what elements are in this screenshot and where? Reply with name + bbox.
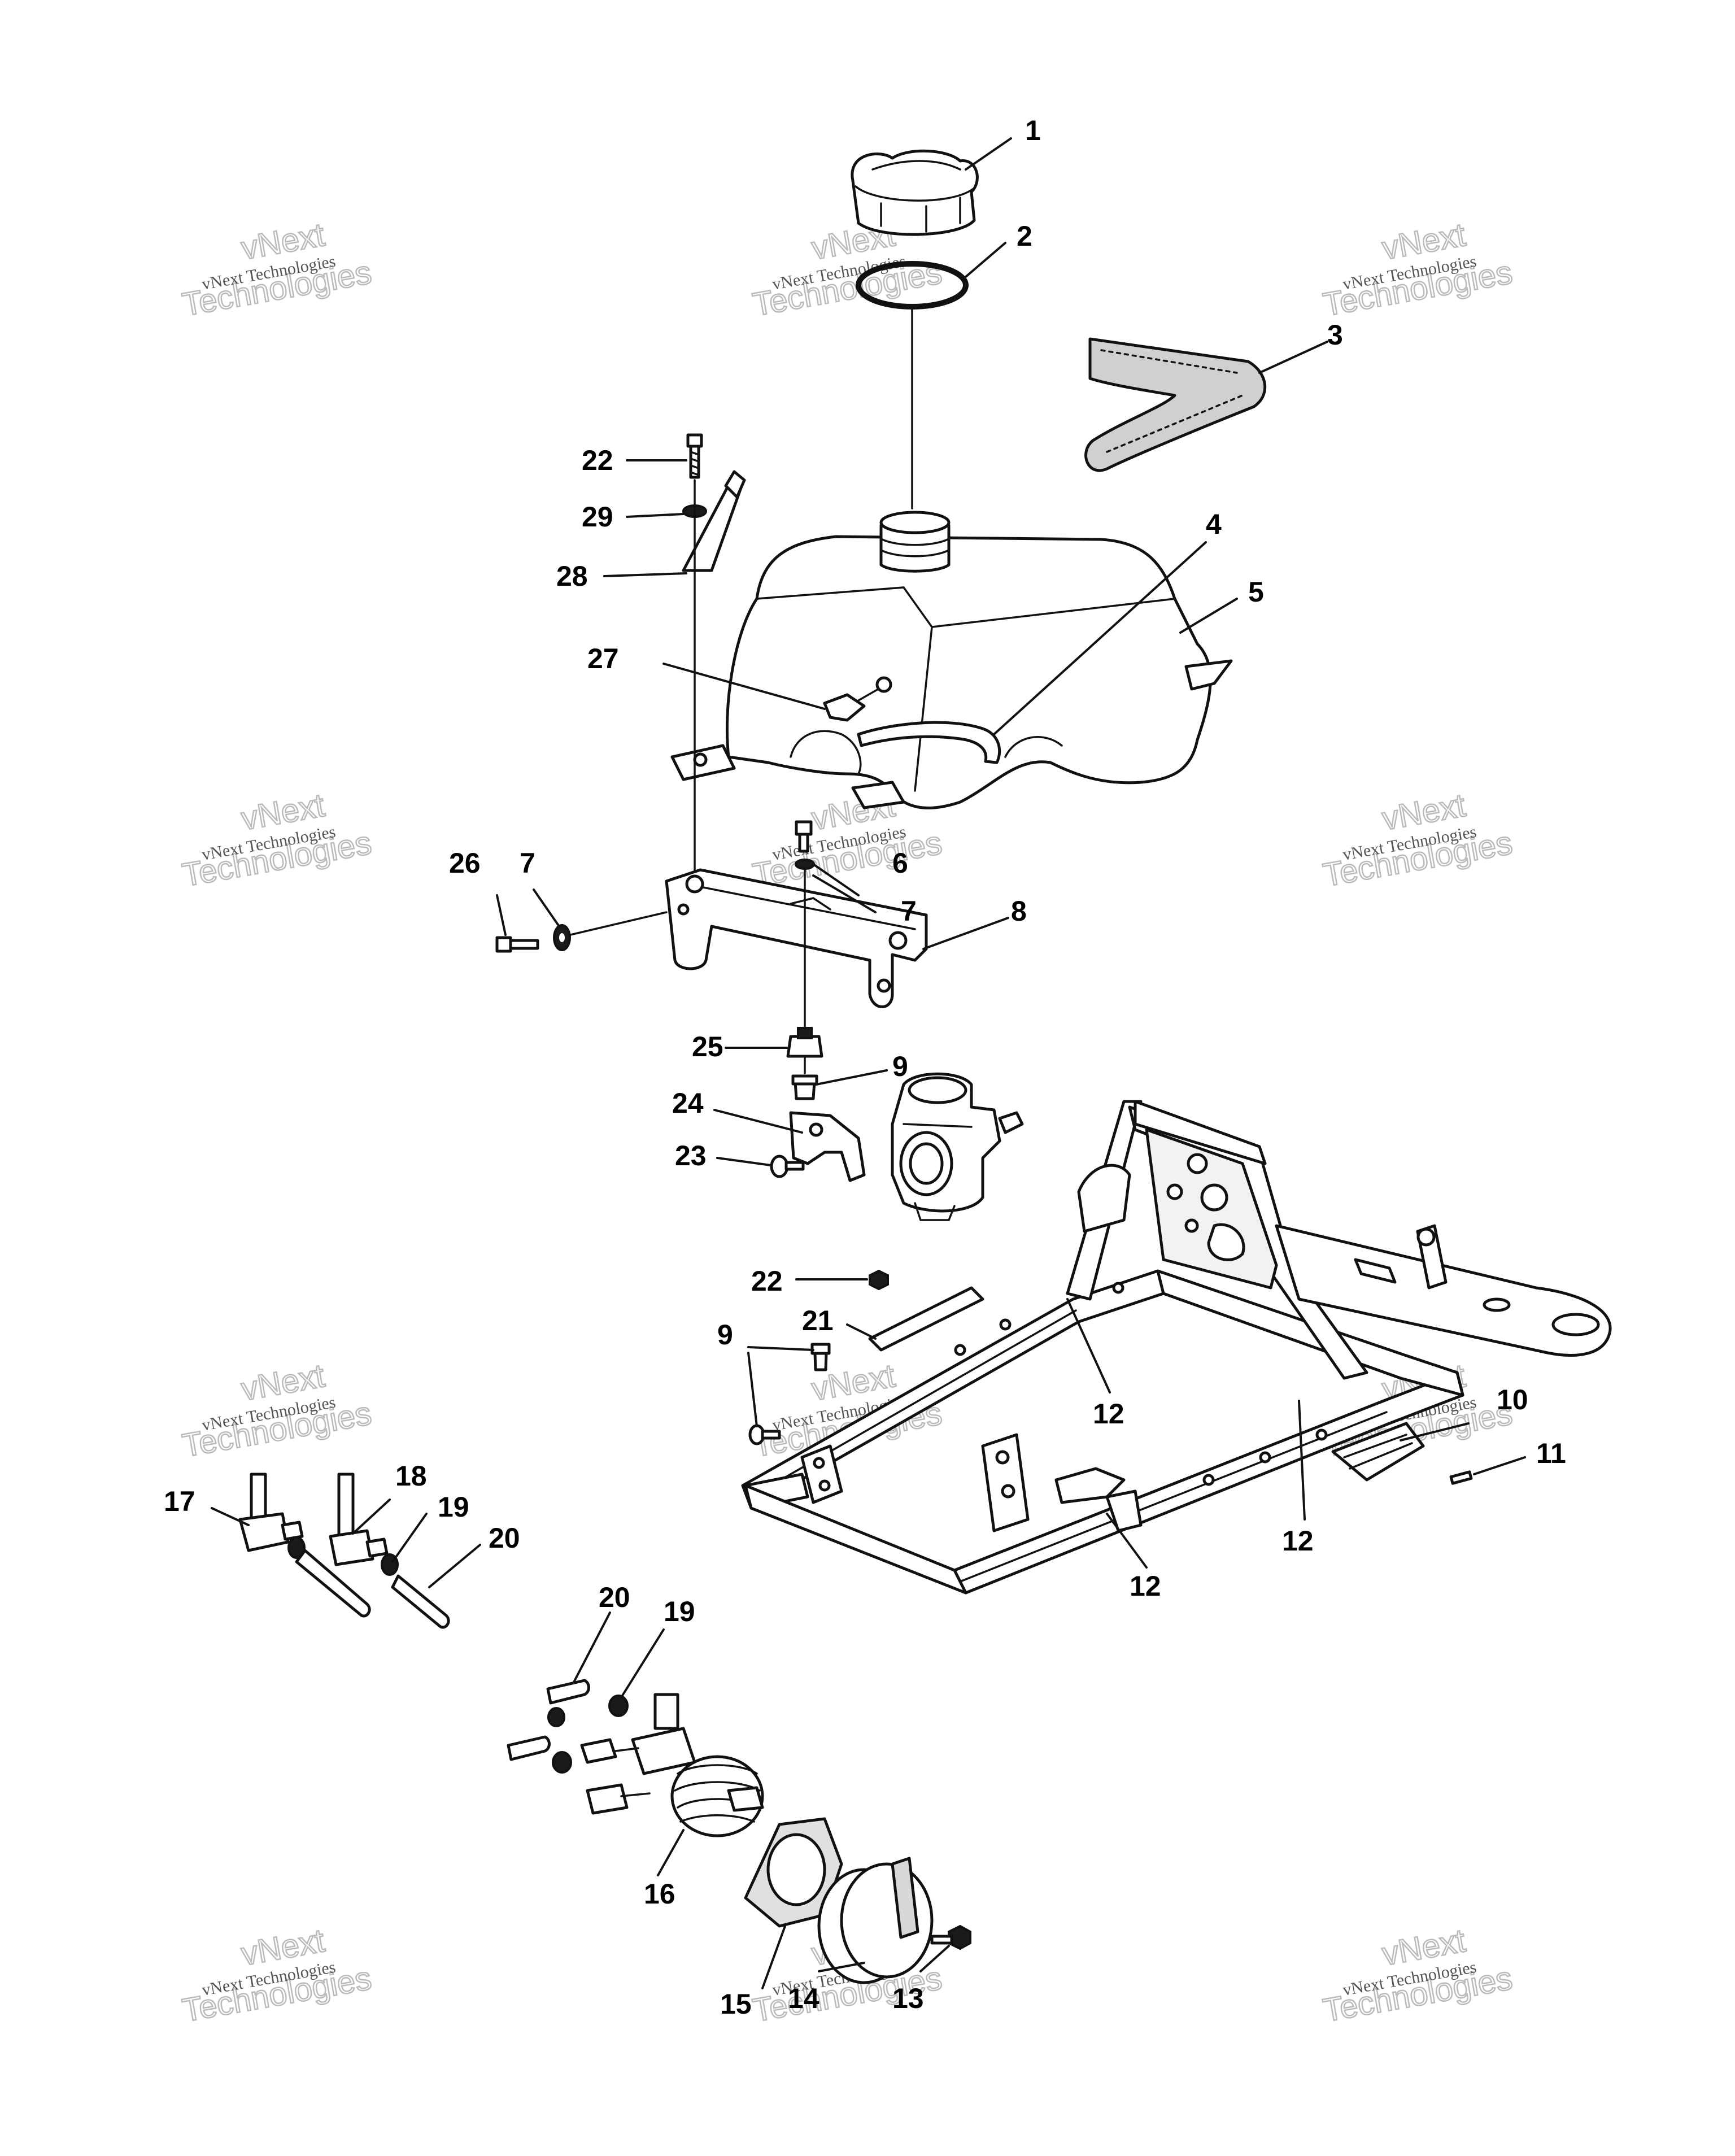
watermark-mid-left: vNext Technologies vNext Technologies (179, 786, 375, 895)
carburetor (891, 1072, 1024, 1221)
elbow-clamp (287, 1536, 306, 1559)
hose-left-2 (391, 1574, 450, 1629)
footrest-bracket (1331, 1422, 1425, 1482)
fuel-valve (580, 1693, 764, 1837)
tee-fitting (329, 1473, 389, 1566)
hose-left-1 (295, 1549, 371, 1618)
callout-8: 8 (1011, 895, 1027, 927)
frame (741, 1100, 1612, 1595)
callout-16: 16 (644, 1878, 675, 1910)
fuel-hose-lower (507, 1735, 551, 1761)
callout-17: 17 (164, 1486, 195, 1517)
callout-25: 25 (692, 1031, 723, 1062)
rail-nut (869, 1269, 889, 1291)
callout-27: 27 (587, 643, 619, 674)
footrest-bolt (1449, 1470, 1473, 1485)
callout-20-left: 20 (489, 1522, 520, 1554)
lower-bolt (748, 1424, 781, 1445)
callout-21: 21 (802, 1305, 834, 1336)
callout-28: 28 (556, 560, 588, 592)
fuel-tank (670, 511, 1233, 809)
rubber-grommet (786, 1027, 823, 1058)
side-bolt (495, 936, 539, 953)
valve-lock-nut (744, 1817, 843, 1928)
callout-20-valve: 20 (599, 1582, 630, 1613)
callout-15: 15 (720, 1988, 752, 2020)
callout-10: 10 (1497, 1384, 1528, 1415)
bushing-lower (810, 1343, 831, 1371)
vent-fitting (823, 676, 892, 722)
callout-22-upper: 22 (582, 445, 613, 476)
knob-screw (930, 1924, 971, 1950)
carburetor-bracket (789, 1111, 866, 1182)
callout-14: 14 (788, 1983, 819, 2014)
bushing-upper (791, 1074, 818, 1100)
rail-bracket (868, 1286, 984, 1352)
callout-6: 6 (892, 847, 908, 879)
callout-1: 1 (1025, 115, 1041, 146)
valve-clamp-upper (608, 1695, 629, 1717)
callout-26: 26 (449, 847, 481, 879)
callout-2: 2 (1017, 220, 1032, 252)
callout-9-upper: 9 (892, 1051, 908, 1082)
callout-19-left: 19 (438, 1491, 469, 1523)
valve-clamp-mid (547, 1707, 565, 1727)
watermark-lower-left: vNext Technologies vNext Technologies (179, 1357, 375, 1465)
callout-12-right: 12 (1282, 1525, 1314, 1557)
callout-24: 24 (672, 1087, 704, 1119)
callout-4: 4 (1206, 508, 1222, 540)
callout-11: 11 (1536, 1438, 1566, 1469)
watermark-bottom-right: vNext Technologies vNext Technologies (1320, 1922, 1516, 2030)
watermark-top-right: vNext Technologies vNext Technologies (1320, 216, 1516, 324)
callout-12-left: 12 (1093, 1398, 1124, 1430)
callout-18: 18 (395, 1460, 427, 1492)
callout-22-lower: 22 (751, 1265, 783, 1297)
upper-bracket (682, 470, 746, 572)
assembly-line-side (569, 911, 668, 936)
leader-lines (211, 137, 1526, 1989)
vent-hose (857, 721, 1001, 764)
callout-19-valve: 19 (664, 1596, 695, 1627)
side-washer (553, 924, 571, 951)
watermark-mid-right: vNext Technologies vNext Technologies (1320, 786, 1516, 895)
callout-labels: 1 2 3 4 5 22 29 28 27 6 7 26 7 8 25 9 24… (164, 115, 1566, 2020)
watermark-bottom-left: vNext Technologies vNext Technologies (179, 1922, 375, 2030)
tank-mount-bracket (665, 868, 928, 1008)
cap-o-ring (856, 261, 969, 310)
callout-7-side: 7 (520, 847, 535, 879)
fuel-hose-upper (546, 1679, 590, 1705)
callout-5: 5 (1248, 576, 1264, 608)
watermark-top-left: vNext Technologies vNext Technologies (179, 216, 375, 324)
foam-pad (1084, 337, 1267, 472)
upper-bolt (686, 433, 703, 479)
valve-clamp-lower (552, 1751, 572, 1774)
carburetor-screw (770, 1155, 805, 1178)
callout-3: 3 (1327, 319, 1343, 351)
callout-23: 23 (675, 1140, 707, 1171)
elbow-fitting (238, 1473, 304, 1552)
callout-29: 29 (582, 501, 613, 533)
callout-7-center: 7 (901, 895, 917, 927)
center-bolt (795, 820, 813, 853)
callout-13: 13 (892, 1983, 924, 2014)
callout-12-bottom: 12 (1130, 1570, 1161, 1602)
valve-knob (817, 1857, 934, 1984)
fuel-cap (851, 149, 979, 236)
callout-9-lower: 9 (717, 1319, 733, 1351)
center-washer (795, 859, 815, 870)
